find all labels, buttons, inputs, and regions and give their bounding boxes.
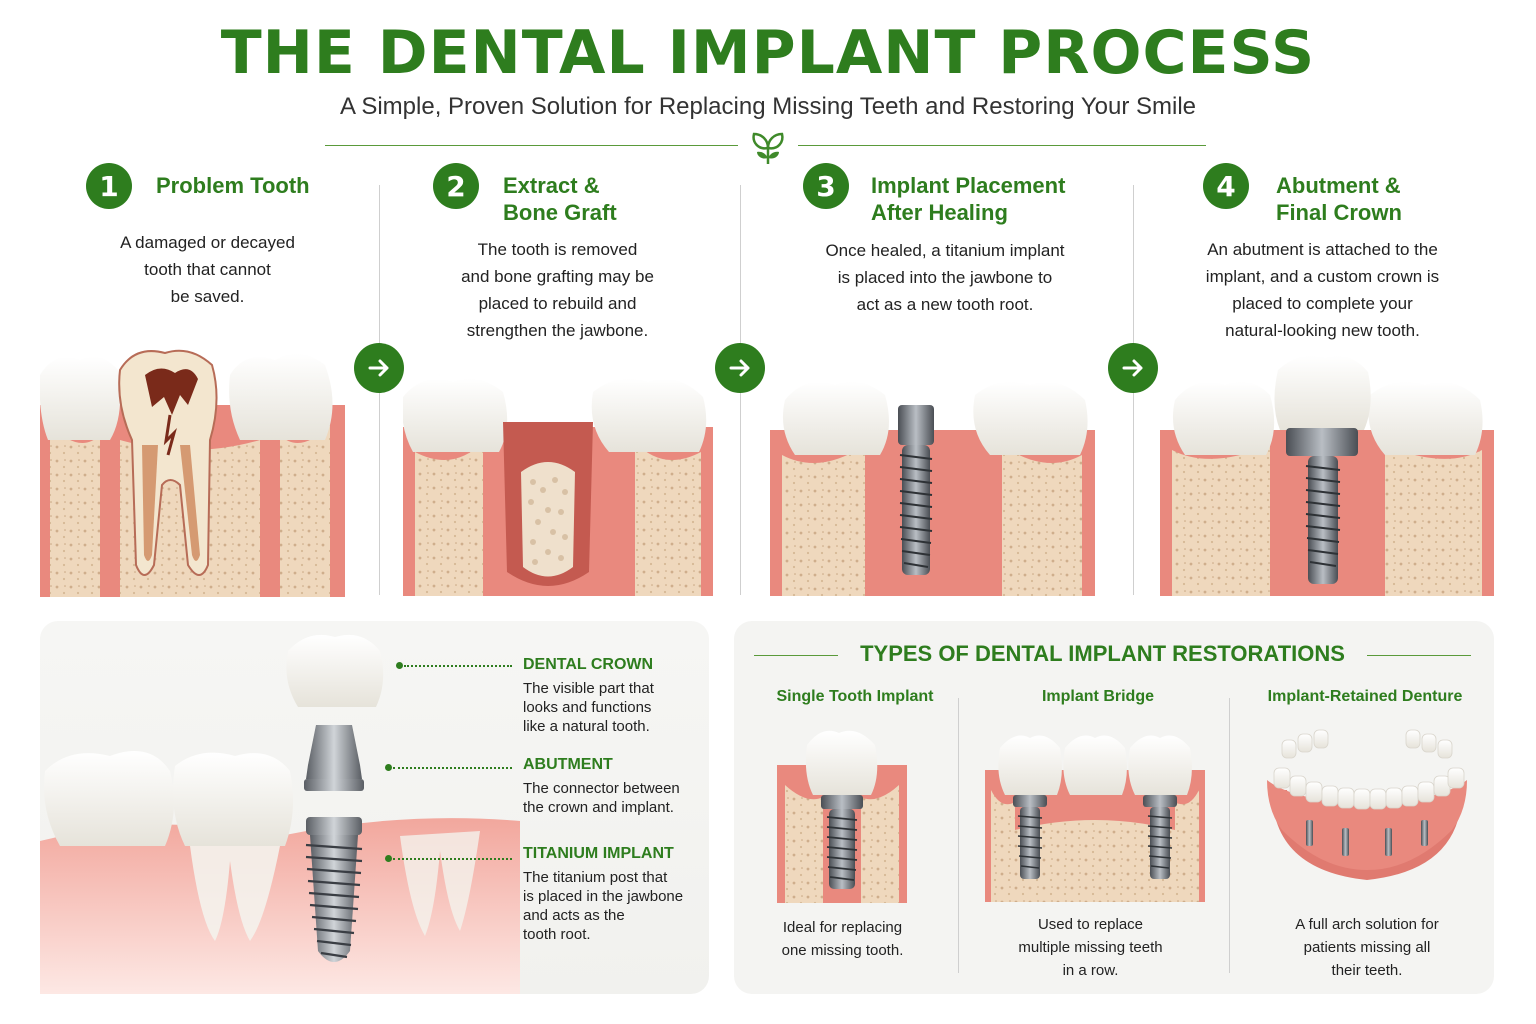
arrow-right-icon xyxy=(354,343,404,393)
page-title: THE DENTAL IMPLANT PROCESS xyxy=(220,18,1316,88)
header-divider-left xyxy=(325,145,738,146)
step-1-illustration-decayed-tooth xyxy=(40,345,345,597)
type-single-tooth-name: Single Tooth Implant xyxy=(776,688,934,705)
step-1-number: 1 xyxy=(86,163,132,209)
implant-leader-line xyxy=(393,858,512,860)
implant-retained-denture-illustration xyxy=(1262,720,1472,895)
implant-anatomy-illustration xyxy=(40,621,520,994)
part-name: DENTAL CROWN xyxy=(523,656,654,673)
types-title-rule-left xyxy=(754,655,838,656)
step-4-illustration-final-crown xyxy=(1160,350,1494,596)
type-implant-bridge-name: Implant Bridge xyxy=(1041,688,1154,705)
crown-leader-dot xyxy=(396,662,403,669)
type-implant-denture-name: Implant-Retained Denture xyxy=(1267,688,1463,705)
restoration-types-title: TYPES OF DENTAL IMPLANT RESTORATIONS xyxy=(860,641,1345,666)
header-divider-right xyxy=(798,145,1206,146)
arrow-right-icon xyxy=(715,343,765,393)
arrow-right-icon xyxy=(1108,343,1158,393)
implant-bridge-illustration xyxy=(985,730,1205,902)
crown-leader-line xyxy=(404,665,512,667)
single-tooth-implant-illustration xyxy=(777,725,907,903)
types-title-rule-right xyxy=(1367,655,1471,656)
type-separator xyxy=(1229,698,1230,973)
part-name: TITANIUM IMPLANT xyxy=(523,845,674,862)
type-separator xyxy=(958,698,959,973)
step-1-title: Problem Tooth xyxy=(156,173,310,198)
step-4-title: Abutment &Final Crown xyxy=(1276,173,1402,225)
step-3-number: 3 xyxy=(803,163,849,209)
step-2-title: Extract &Bone Graft xyxy=(503,173,617,225)
abutment-leader-line xyxy=(393,767,512,769)
abutment-leader-dot xyxy=(385,764,392,771)
step-4-number: 4 xyxy=(1203,163,1249,209)
implant-leader-dot xyxy=(385,855,392,862)
step-3-illustration-implant-placed xyxy=(770,375,1095,596)
part-name: ABUTMENT xyxy=(523,756,613,773)
leaf-sprout-icon xyxy=(748,128,788,166)
step-2-number: 2 xyxy=(433,163,479,209)
page-subtitle: A Simple, Proven Solution for Replacing … xyxy=(339,93,1197,120)
step-2-illustration-bone-graft xyxy=(403,372,713,596)
